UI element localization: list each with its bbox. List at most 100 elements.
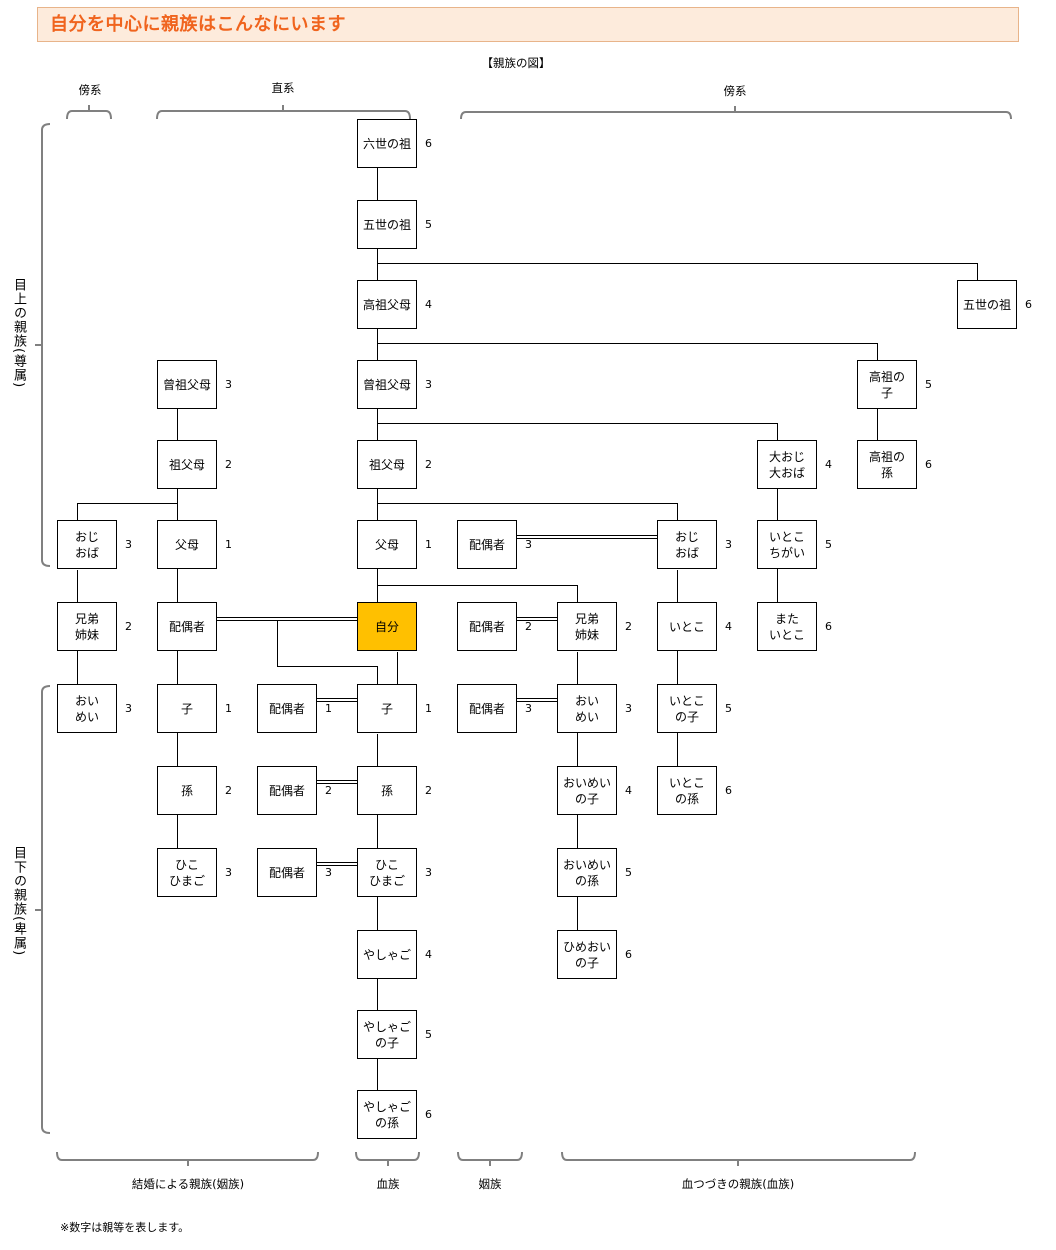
kin-box-mago-inlaw: 孫: [157, 766, 217, 815]
kin-box-fubo-inlaw: 父母: [157, 520, 217, 569]
kin-box-oimei: おい めい: [557, 684, 617, 733]
degree-number: 2: [525, 620, 532, 633]
degree-number: 1: [225, 702, 232, 715]
kin-box-hiko: ひこ ひまご: [357, 848, 417, 897]
kin-box-haigusha-ojioba: 配偶者: [457, 520, 517, 569]
kin-label: 配偶者: [168, 619, 205, 634]
bracket-ascendants: [35, 123, 51, 567]
bracket-collateral-left: [66, 105, 112, 120]
kin-label: 高祖の 孫: [868, 449, 905, 480]
degree-number: 1: [225, 538, 232, 551]
bracket-collateral-right: [460, 106, 1012, 120]
kin-label: やしゃご の孫: [362, 1099, 411, 1130]
degree-number: 2: [225, 458, 232, 471]
bracket-direct: [156, 105, 411, 120]
label-collateral-left: 傍系: [78, 83, 102, 97]
degree-number: 4: [425, 298, 432, 311]
kin-label: ひこ ひまご: [368, 857, 405, 888]
label-ascendants: 目上の親族(尊属): [11, 278, 26, 389]
marriage-line-hiko: [317, 862, 357, 866]
degree-number: 3: [325, 866, 332, 879]
degree-number: 4: [725, 620, 732, 633]
kin-label: 孫: [180, 783, 193, 798]
kin-label: 兄弟 姉妹: [74, 611, 99, 642]
kin-box-oimei-mago: おいめい の孫: [557, 848, 617, 897]
kin-label: ひめおい の子: [562, 939, 611, 970]
degree-number: 6: [1025, 298, 1032, 311]
degree-number: 6: [425, 137, 432, 150]
kin-box-mago: 孫: [357, 766, 417, 815]
kin-box-koso-mago: 高祖の 孫: [857, 440, 917, 489]
degree-number: 3: [125, 702, 132, 715]
marriage-line-mago: [317, 780, 357, 784]
degree-number: 3: [525, 702, 532, 715]
kin-label: 祖父母: [368, 457, 405, 472]
kin-label: 大おじ 大おば: [768, 449, 805, 480]
kin-label: おい めい: [74, 693, 99, 724]
kin-label: いとこ ちがい: [768, 529, 805, 560]
kin-box-haigusha-self: 配偶者: [157, 602, 217, 651]
label-blood-relatives: 血つづきの親族(血族): [681, 1177, 795, 1191]
line-spouse-child: [277, 620, 378, 684]
kin-box-sofubo: 祖父母: [357, 440, 417, 489]
kin-box-ko: 子: [357, 684, 417, 733]
kin-label: おい めい: [574, 693, 599, 724]
degree-number: 3: [725, 538, 732, 551]
kin-box-fubo: 父母: [357, 520, 417, 569]
degree-number: 2: [125, 620, 132, 633]
kin-box-gosei-side: 五世の祖: [957, 280, 1017, 329]
kin-box-rokusei: 六世の祖: [357, 119, 417, 168]
kin-label: いとこ: [668, 619, 705, 634]
line-branch-koso-ko: [377, 343, 878, 360]
degree-number: 5: [825, 538, 832, 551]
kin-box-haigusha-hiko: 配偶者: [257, 848, 317, 897]
kin-label: 高祖の 子: [868, 369, 905, 400]
kin-label: また いとこ: [768, 611, 805, 642]
degree-number: 5: [925, 378, 932, 391]
marriage-line-self: [217, 617, 357, 621]
kin-box-ojioba: おじ おば: [657, 520, 717, 569]
kin-label: 兄弟 姉妹: [574, 611, 599, 642]
kin-label: 配偶者: [268, 701, 305, 716]
degree-number: 2: [425, 458, 432, 471]
kin-label: おじ おば: [74, 529, 99, 560]
degree-number: 3: [525, 538, 532, 551]
degree-number: 2: [225, 784, 232, 797]
degree-number: 3: [625, 702, 632, 715]
line-branch-oooji: [377, 423, 778, 440]
degree-number: 6: [425, 1108, 432, 1121]
kin-box-sousofu-inlaw: 曾祖父母: [157, 360, 217, 409]
line-branch-inlaw-ojioba: [77, 503, 178, 520]
kin-box-kyodai-inlaw: 兄弟 姉妹: [57, 602, 117, 651]
page-header: 自分を中心に親族はこんなにいます: [37, 7, 1019, 42]
kin-box-haigusha-kyodai: 配偶者: [457, 602, 517, 651]
kin-label: 自分: [374, 619, 399, 634]
degree-number: 3: [425, 378, 432, 391]
degree-number: 1: [325, 702, 332, 715]
line-branch-ojioba: [377, 503, 678, 520]
kin-box-gosei: 五世の祖: [357, 200, 417, 249]
kin-label: おじ おば: [674, 529, 699, 560]
line-branch-gosei: [377, 263, 978, 280]
degree-number: 1: [425, 702, 432, 715]
kin-box-yashago: やしゃご: [357, 930, 417, 979]
marriage-line-ojioba: [517, 535, 657, 539]
bracket-bottom-inlaw: [457, 1151, 523, 1166]
kin-label: いとこ の子: [668, 693, 705, 724]
bracket-descendants: [35, 685, 51, 1134]
label-direct: 直系: [271, 81, 295, 95]
kin-box-himeoi-ko: ひめおい の子: [557, 930, 617, 979]
kin-label: 子: [180, 701, 193, 716]
kin-label: 配偶者: [468, 701, 505, 716]
kin-box-haigusha-ko: 配偶者: [257, 684, 317, 733]
kin-label: 父母: [374, 537, 399, 552]
kin-box-sofubo-inlaw: 祖父母: [157, 440, 217, 489]
degree-number: 5: [625, 866, 632, 879]
kin-box-itoko-chigai: いとこ ちがい: [757, 520, 817, 569]
kin-box-ko-inlaw: 子: [157, 684, 217, 733]
kin-label: おいめい の孫: [562, 857, 611, 888]
degree-number: 2: [425, 784, 432, 797]
degree-number: 5: [725, 702, 732, 715]
kin-label: 孫: [380, 783, 393, 798]
